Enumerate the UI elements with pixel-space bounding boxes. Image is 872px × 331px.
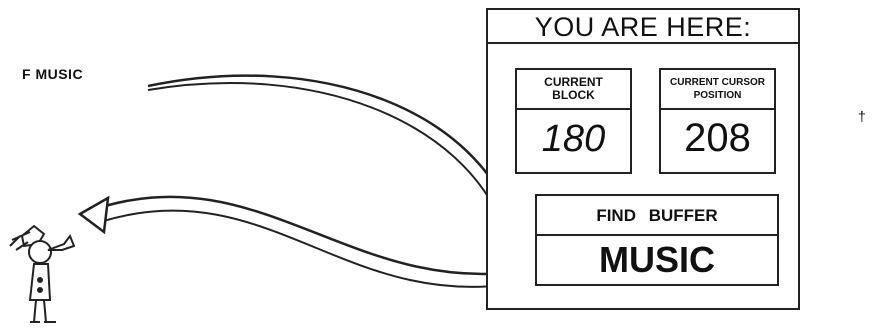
arrow-buffer-to-character [86, 197, 530, 274]
current-block-divider [517, 108, 630, 110]
find-buffer-value: MUSIC [537, 240, 777, 280]
panel-title: YOU ARE HERE: [488, 10, 798, 44]
current-block-label-line2: BLOCK [517, 89, 630, 102]
status-panel: YOU ARE HERE: CURRENT BLOCK 180 CURRENT … [486, 8, 800, 310]
cursor-position-label-line1: CURRENT CURSOR [661, 76, 774, 89]
cursor-position-value: 208 [661, 116, 774, 161]
find-buffer-label: FIND BUFFER [537, 206, 777, 226]
current-block-value: 180 [517, 118, 630, 161]
cursor-position-divider [661, 108, 774, 110]
cursor-position-label-line2: POSITION [661, 89, 774, 102]
current-block-label: CURRENT BLOCK [517, 76, 630, 102]
cursor-position-box: CURRENT CURSOR POSITION 208 [659, 68, 776, 174]
cursor-position-label: CURRENT CURSOR POSITION [661, 76, 774, 102]
find-buffer-box: FIND BUFFER MUSIC [535, 194, 779, 286]
find-buffer-divider [537, 234, 777, 236]
arrow-command-to-buffer [148, 76, 516, 230]
character-with-trumpet-icon [10, 226, 74, 322]
current-block-box: CURRENT BLOCK 180 [515, 68, 632, 174]
arrowhead-toward-character [80, 198, 108, 232]
arrow-command-to-buffer-inner [148, 83, 504, 228]
arrow-buffer-to-character-inner [100, 211, 525, 287]
